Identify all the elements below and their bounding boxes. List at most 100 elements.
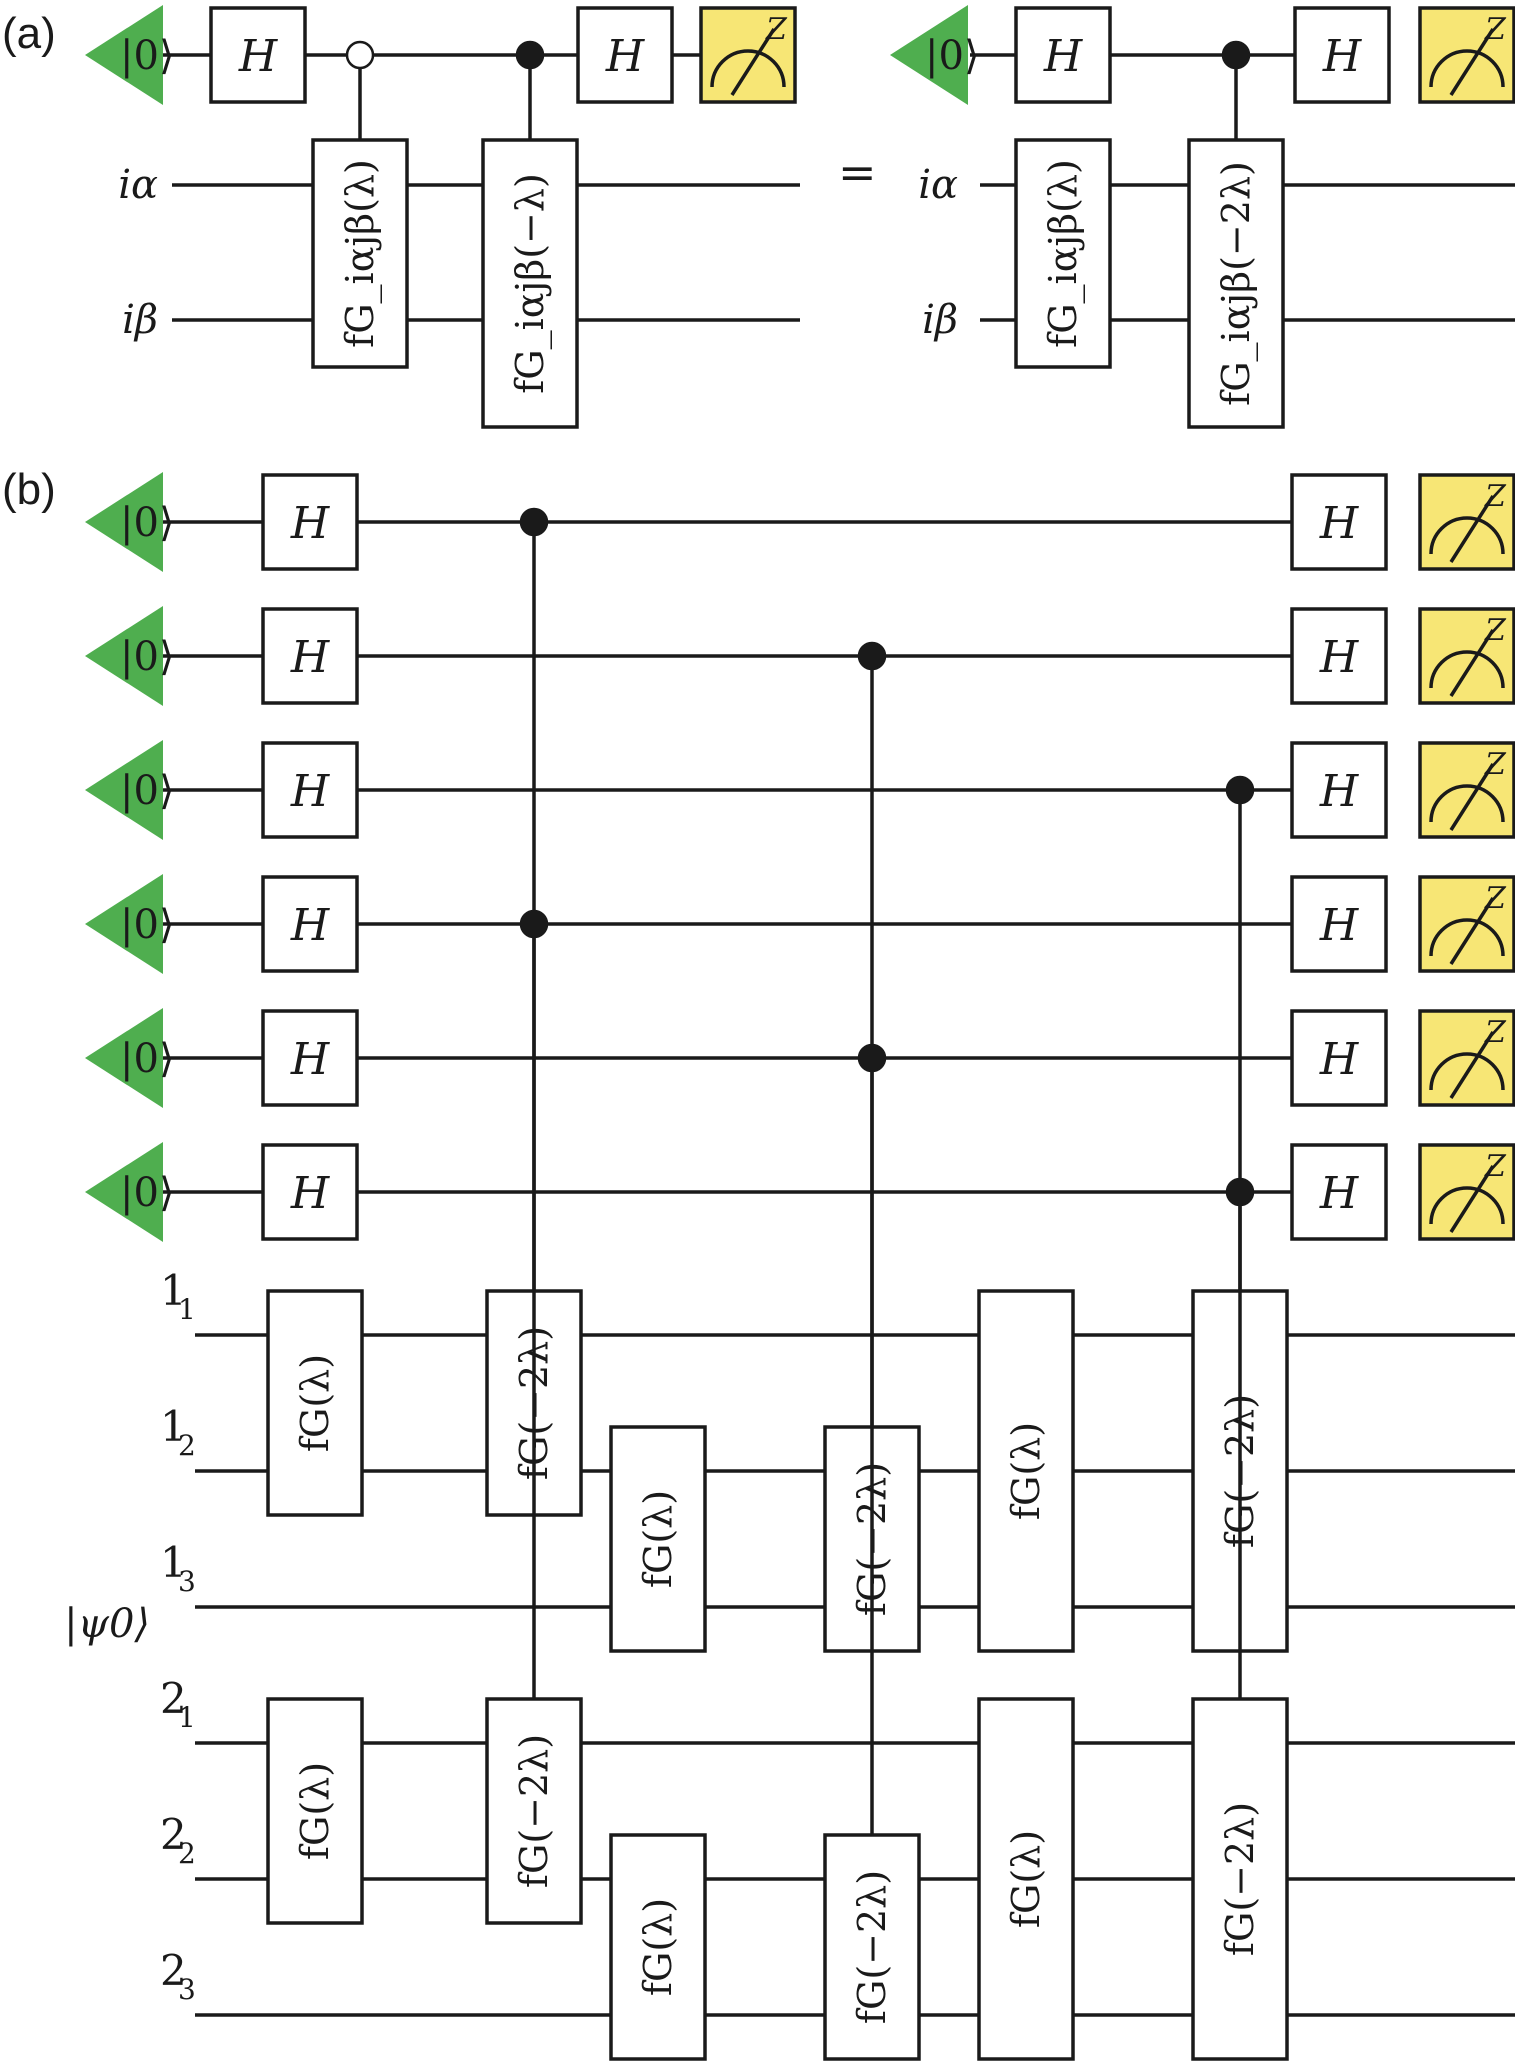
hadamard-label: H (1319, 1034, 1360, 1085)
hadamard-label: H (1319, 1168, 1360, 1219)
fg-gate-b (977, 1289, 1075, 1653)
hadamard-gate (1290, 607, 1388, 705)
gate-parameter-label: fG(−2λ) (1218, 1802, 1262, 1956)
hadamard-gate (261, 875, 359, 973)
meter-basis-label: Z (1484, 881, 1507, 916)
gate-parameter-label: fG(λ) (636, 1898, 680, 1996)
filled-control-dot (857, 641, 887, 671)
hadamard-label: H (1319, 632, 1360, 683)
filled-control-dot (857, 1043, 887, 1073)
meter-dial-icon (1429, 784, 1505, 823)
measurement-meter (1418, 875, 1515, 973)
measurement-meter (1418, 1143, 1515, 1241)
hadamard-label: H (1319, 900, 1360, 951)
hadamard-label: H (1319, 498, 1360, 549)
measurement-meter (1418, 741, 1515, 839)
gate-parameter-label: fG(λ) (1004, 1422, 1048, 1520)
qubit-label-i-alpha: iα (918, 162, 958, 208)
ancilla-state-triangle (890, 5, 968, 105)
gate-parameter-label: fG_iαjβ(−λ) (508, 173, 553, 394)
fg-gate-b (609, 1833, 707, 2061)
gate-parameter-label: fG_iαjβ(λ) (338, 159, 383, 348)
measurement-meter (1418, 1009, 1515, 1107)
hadamard-label: H (290, 632, 331, 683)
hadamard-label: H (290, 900, 331, 951)
ancilla-ket-label: |0⟩ (120, 1170, 175, 1216)
fg-gate-a-right-1 (1014, 138, 1112, 369)
qubit-label-i-beta: iβ (922, 297, 958, 343)
hadamard-gate (1290, 473, 1388, 571)
gate-parameter-label: fG_iαjβ(λ) (1041, 159, 1086, 348)
ancilla-state-triangle (85, 472, 163, 572)
hadamard-label: H (1043, 31, 1084, 82)
gate-parameter-label: fG(λ) (1004, 1830, 1048, 1928)
ancilla-ket-label: |0⟩ (925, 33, 980, 79)
fg-gate-b (266, 1697, 364, 1925)
meter-basis-label: Z (1484, 1015, 1507, 1050)
fg-gate-b (266, 1289, 364, 1517)
fg-gate-b (1191, 1697, 1289, 2061)
meter-needle-icon (1449, 28, 1495, 96)
hadamard-label: H (1319, 766, 1360, 817)
meter-needle-icon (1449, 763, 1495, 831)
hadamard-label: H (290, 1034, 331, 1085)
meter-needle-icon (1449, 1031, 1495, 1099)
meter-dial-icon (1429, 1052, 1505, 1091)
qubit-label-b: 2 (160, 1674, 187, 1723)
qubit-label-b: 1 (160, 1266, 187, 1315)
fg-gate-b (977, 1697, 1075, 2061)
qubit-label-b: 1 (160, 1402, 187, 1451)
meter-dial-icon (1429, 650, 1505, 689)
gate-parameter-label: fG(−2λ) (512, 1734, 556, 1888)
fg-gate-b (823, 1833, 921, 2061)
hadamard-label: H (238, 31, 279, 82)
qubit-subscript-b: 1 (178, 1293, 196, 1326)
qubit-subscript-b: 3 (178, 1973, 196, 2006)
hadamard-gate (1293, 6, 1391, 104)
ancilla-state-triangle (85, 740, 163, 840)
fg-gate-b (609, 1425, 707, 1653)
ancilla-state-triangle (85, 1142, 163, 1242)
qubit-subscript-b: 2 (178, 1837, 196, 1870)
hadamard-label: H (605, 31, 646, 82)
hadamard-gate (261, 607, 359, 705)
ancilla-state-triangle (85, 874, 163, 974)
hadamard-label: H (290, 766, 331, 817)
hadamard-gate (1290, 1143, 1388, 1241)
ancilla-state-triangle (85, 5, 163, 105)
hadamard-gate (1290, 875, 1388, 973)
ancilla-ket-label: |0⟩ (120, 768, 175, 814)
qubit-label-b: 1 (160, 1538, 187, 1587)
meter-needle-icon (1449, 1165, 1495, 1233)
meter-dial-icon (1429, 918, 1505, 957)
equals-sign: = (838, 145, 877, 199)
qubit-label-i-alpha: iα (118, 162, 158, 208)
fg-gate-a-left-2 (481, 138, 579, 429)
gate-parameter-label: fG(λ) (293, 1762, 337, 1860)
hadamard-label: H (290, 498, 331, 549)
panel-a-label: (a) (2, 9, 56, 58)
filled-control-dot (1221, 40, 1251, 70)
ancilla-ket-label: |0⟩ (120, 500, 175, 546)
hadamard-gate (1014, 6, 1112, 104)
filled-control-dot (1225, 775, 1255, 805)
hadamard-gate (209, 6, 307, 104)
meter-dial-icon (1429, 1186, 1505, 1225)
qubit-subscript-b: 1 (178, 1701, 196, 1734)
meter-basis-label: Z (1484, 479, 1507, 514)
filled-control-dot (515, 40, 545, 70)
gate-parameter-label: fG_iαjβ(−2λ) (1214, 161, 1259, 406)
fg-gate-b (485, 1697, 583, 1925)
open-control-dot (345, 40, 375, 70)
meter-basis-label: Z (1484, 12, 1507, 47)
ancilla-state-triangle (85, 1008, 163, 1108)
qubit-label-b: 2 (160, 1810, 187, 1859)
hadamard-label: H (1322, 31, 1363, 82)
meter-basis-label: Z (1484, 1149, 1507, 1184)
measurement-meter (1418, 6, 1515, 104)
gate-parameter-label: fG(λ) (293, 1354, 337, 1452)
meter-basis-label: Z (1484, 747, 1507, 782)
hadamard-gate (1290, 1009, 1388, 1107)
meter-basis-label: Z (1484, 613, 1507, 648)
